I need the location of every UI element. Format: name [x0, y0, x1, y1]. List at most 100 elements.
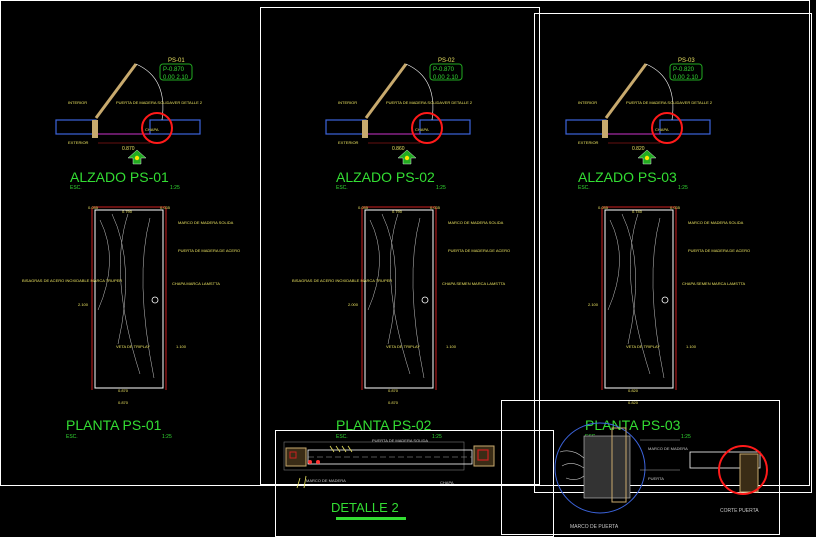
plan-title-ps03: PLANTA PS-03: [585, 417, 681, 433]
swing-arc-ps03: [645, 63, 674, 121]
note-door-ps02: PUERTA DE MADERA DE ACERO: [448, 248, 510, 253]
dim-total-ps03: 0.820: [628, 400, 639, 405]
dim-top-ps01: 0.790: [122, 209, 133, 214]
frame-ps03: [534, 13, 812, 493]
detail-right-note-door: PUERTA: [648, 476, 664, 481]
detail2-note-door: PUERTA DE MADERA SOLIDA: [372, 438, 428, 443]
plan-esc-ps01: ESC.: [66, 434, 78, 440]
dim-height-ps03: 2.100: [588, 302, 599, 307]
elev-title-ps03: ALZADO PS-03: [578, 169, 677, 185]
detail-2: MARCO DE MADERA PUERTA DE MADERA SOLIDA …: [283, 438, 495, 520]
dim-bottom-ps02: 0.870: [388, 388, 399, 393]
note-exterior-ps03: EXTERIOR: [578, 140, 599, 145]
dim-bottom-ps03: 0.820: [628, 388, 639, 393]
detail-right-callout-circle: [718, 445, 768, 495]
tag-code-ps02: P-0.870: [433, 67, 455, 73]
note-chapa-ps02: CHAPA SEMEN MARCA LAMSTTA: [442, 281, 506, 286]
door-elevation-ps03: [604, 209, 674, 389]
note-side-ps02: VER DETALLE 2: [442, 100, 473, 105]
note-door-ps01: PUERTA DE MADERA DE ACERO: [178, 248, 240, 253]
dim-right-ps03: 0.035: [670, 205, 681, 210]
note-frame-ps01: MARCO DE MADERA SOLIDA: [178, 220, 234, 225]
note-hinge-ps01: BISAGRAS DE ACERO INOXIDABLE MARCA TRUPE…: [22, 278, 122, 283]
note-frame-ps02: MARCO DE MADERA SOLIDA: [448, 220, 504, 225]
dim-total-ps02: 0.870: [388, 400, 399, 405]
plan-esc-ps02: ESC.: [336, 434, 348, 440]
tag-size-ps03: 0.00 2.10: [673, 75, 699, 81]
detail2-wall-outline: [283, 441, 465, 471]
note-side-ps01: VER DETALLE 2: [172, 100, 203, 105]
note-side-ps03: VER DETALLE 2: [682, 100, 713, 105]
detail2-frame-right: [473, 445, 495, 467]
elev-esc-ps01: ESC.: [70, 185, 82, 191]
jamb-left-ps01: [92, 120, 98, 138]
wall-right-ps01: [149, 119, 201, 135]
plan-title-ps02: PLANTA PS-02: [336, 417, 432, 433]
door-leaf-swing-ps03: [604, 63, 648, 119]
detail-right-label-frame: MARCO DE PUERTA: [570, 524, 619, 530]
detail2-title: DETALLE 2: [331, 500, 399, 515]
plan-scale-ps02: 1:25: [432, 434, 442, 440]
note-leaf-ps01: PUERTA DE MADERA SOLIDA: [116, 100, 172, 105]
wall-right-ps02: [419, 119, 471, 135]
width-dim-ps02: 0.860: [392, 146, 405, 152]
note-exterior-ps01: EXTERIOR: [68, 140, 89, 145]
wood-grain-ps03: [607, 213, 665, 379]
dim-bottom-ps01: 0.870: [118, 388, 129, 393]
detail2-hatch: [329, 445, 353, 453]
dim-handle-ps02: 1.100: [446, 344, 457, 349]
door-leaf-swing-ps01: [94, 63, 138, 119]
dim-total-ps01: 0.870: [118, 400, 129, 405]
detail2-note-frame: MARCO DE MADERA: [306, 478, 346, 483]
detail2-note-latch: CHAPA: [440, 480, 454, 485]
door-leaf-swing-ps02: [364, 63, 408, 119]
callout-circle-ps02: [411, 112, 443, 144]
wood-grain-ps02: [367, 213, 425, 379]
elev-title-ps02: ALZADO PS-02: [336, 169, 435, 185]
note-chapa-ps03: CHAPA SEMEN MARCA LAMSTTA: [682, 281, 746, 286]
dim-left-ps02: 0.035: [358, 205, 369, 210]
tag-code-ps03: P-0.820: [673, 67, 695, 73]
callout-circle-ps01: [141, 112, 173, 144]
elev-scale-ps03: 1:25: [678, 185, 688, 191]
width-dim-ps03: 0.820: [632, 146, 645, 152]
dim-right-ps01: 0.035: [160, 205, 171, 210]
north-arrow-dot-ps01: [134, 155, 140, 161]
detail2-title-underline: [336, 517, 406, 520]
plan-scale-ps01: 1:25: [162, 434, 172, 440]
dim-height-ps01: 2.100: [78, 302, 89, 307]
detail2-frame-left-core: [289, 451, 297, 459]
elev-scale-ps01: 1:25: [170, 185, 180, 191]
dim-top-ps03: 0.740: [632, 209, 643, 214]
door-handle-ps01: [151, 296, 159, 304]
dim-handle-ps03: 1.100: [686, 344, 697, 349]
north-arrow-dot-ps02: [404, 155, 410, 161]
elev-esc-ps03: ESC.: [578, 185, 590, 191]
width-dim-ps01: 0.870: [122, 146, 135, 152]
frame-ps02: [260, 7, 540, 485]
door-elevation-ps01: [94, 209, 164, 389]
detail-right-wall-section: [583, 435, 631, 499]
elev-esc-ps02: ESC.: [336, 185, 348, 191]
tag-size-ps01: 0.00 2.10: [163, 75, 189, 81]
jamb-left-ps03: [602, 120, 608, 138]
note-frame-ps03: MARCO DE MADERA SOLIDA: [688, 220, 744, 225]
elev-title-ps01: ALZADO PS-01: [70, 169, 169, 185]
door-handle-ps02: [421, 296, 429, 304]
tag-ps01: PS-01: [168, 58, 185, 64]
dim-left-ps03: 0.035: [598, 205, 609, 210]
tag-box-ps01: [159, 63, 193, 81]
detail-right-frame-section: [611, 427, 627, 503]
outer-frame: [0, 0, 810, 486]
swing-arc-ps02: [405, 63, 434, 121]
note-grain-ps03: VETA DE TRIPLAY: [626, 344, 660, 349]
tag-box-ps02: [429, 63, 463, 81]
door-handle-ps03: [661, 296, 669, 304]
plan-title-ps01: PLANTA PS-01: [66, 417, 162, 433]
tag-ps03: PS-03: [678, 58, 695, 64]
dim-height-ps02: 2.000: [348, 302, 359, 307]
